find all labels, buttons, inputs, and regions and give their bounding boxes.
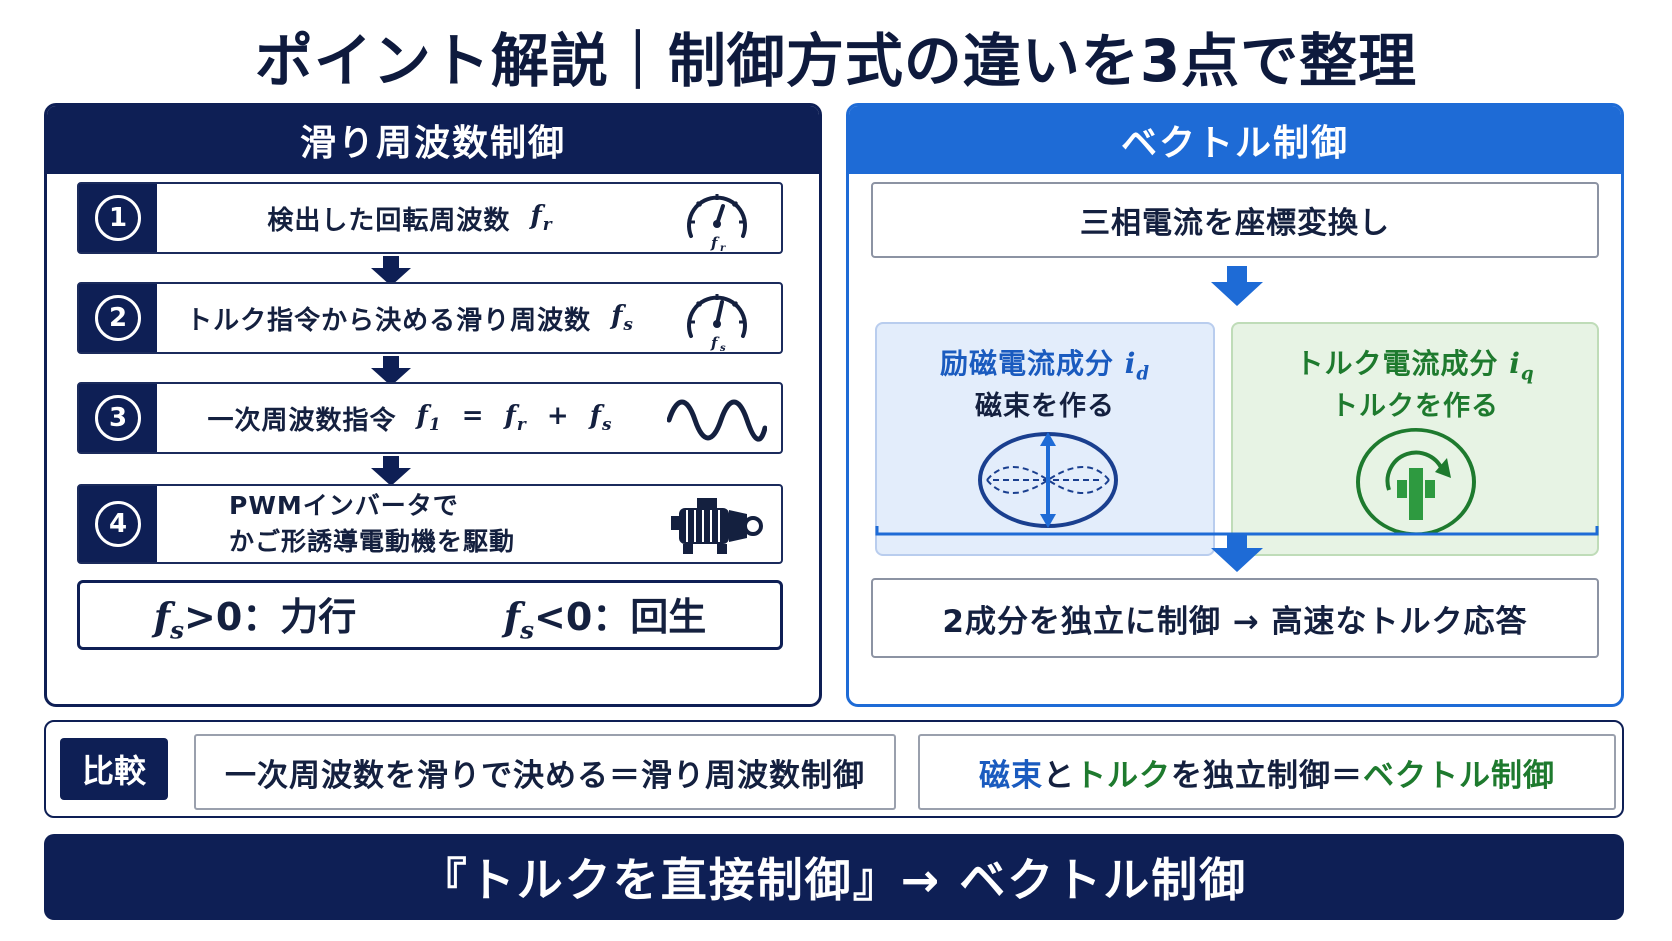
- step-4-text: PWMインバータで かご形誘導電動機を駆動: [229, 491, 516, 556]
- svg-text:f: f: [710, 234, 720, 252]
- sine-wave-icon: [667, 399, 767, 442]
- slip-frequency-header: 滑り周波数制御: [47, 106, 819, 174]
- fr-symbol: fr: [530, 201, 553, 235]
- conclusion-banner: 『トルクを直接制御』→ ベクトル制御: [44, 834, 1624, 920]
- step-3-number: 3: [79, 384, 157, 452]
- vector-control-panel: ベクトル制御 三相電流を座標変換し 励磁電流成分 id 磁束を作る トルク電流成…: [846, 103, 1624, 707]
- torque-current-box: トルク電流成分 iq トルクを作る: [1231, 322, 1599, 556]
- step-4-number: 4: [79, 486, 157, 562]
- torque-current-title: トルク電流成分 iq: [1295, 347, 1535, 385]
- svg-text:s: s: [720, 343, 726, 352]
- fs-condition-box: fs>0：力行 fs<0：回生: [77, 580, 783, 650]
- slip-frequency-panel: 滑り周波数制御 1 検出した回転周波数 fr f r 2 トルク指令から決める滑…: [44, 103, 822, 707]
- step-2-number: 2: [79, 284, 157, 352]
- step-2-text: トルク指令から決める滑り周波数 fs: [186, 301, 634, 336]
- step-1: 1 検出した回転周波数 fr f r: [77, 182, 783, 254]
- down-arrow-independent: [1211, 534, 1263, 572]
- coordinate-transform-box: 三相電流を座標変換し: [871, 182, 1599, 258]
- svg-text:r: r: [720, 243, 726, 252]
- step-2: 2 トルク指令から決める滑り周波数 fs f s: [77, 282, 783, 354]
- down-arrow-vector: [1211, 266, 1263, 306]
- step-4: 4 PWMインバータで かご形誘導電動機を駆動: [77, 484, 783, 564]
- independent-control-box: 2成分を独立に制御 → 高速なトルク応答: [871, 578, 1599, 658]
- torque-current-desc: トルクを作る: [1331, 391, 1499, 422]
- down-arrow-2: [371, 356, 411, 386]
- vector-control-header: ベクトル制御: [849, 106, 1621, 174]
- comparison-slip-frequency: 一次周波数を滑りで決める＝滑り周波数制御: [194, 734, 896, 810]
- excitation-current-desc: 磁束を作る: [975, 391, 1115, 422]
- primary-frequency-formula: f1 = fr + fs: [416, 401, 613, 435]
- step-1-text: 検出した回転周波数 fr: [267, 201, 553, 236]
- down-arrow-3: [371, 456, 411, 486]
- comparison-row: 比較 一次周波数を滑りで決める＝滑り周波数制御 磁束とトルクを独立制御＝ベクトル…: [44, 720, 1624, 818]
- svg-text:f: f: [710, 334, 720, 352]
- page-title: ポイント解説｜制御方式の違いを3点で整理: [254, 27, 1418, 95]
- motoring-condition: fs>0：力行: [153, 593, 357, 645]
- step-1-number: 1: [79, 184, 157, 252]
- speedometer-fs-icon: f s: [687, 294, 747, 352]
- excitation-current-box: 励磁電流成分 id 磁束を作る: [875, 322, 1215, 556]
- step-3: 3 一次周波数指令 f1 = fr + fs: [77, 382, 783, 454]
- regeneration-condition: fs<0：回生: [503, 593, 707, 645]
- comparison-label: 比較: [60, 738, 168, 800]
- fs-symbol: fs: [611, 301, 634, 335]
- comparison-vector-control: 磁束とトルクを独立制御＝ベクトル制御: [918, 734, 1616, 810]
- motor-icon: [671, 498, 763, 554]
- magnetic-flux-icon: [978, 432, 1118, 528]
- step-3-text: 一次周波数指令 f1 = fr + fs: [207, 401, 613, 436]
- speedometer-fr-icon: f r: [687, 194, 747, 252]
- rotation-torque-icon: [1356, 428, 1476, 534]
- down-arrow-1: [371, 256, 411, 286]
- excitation-current-title: 励磁電流成分 id: [939, 347, 1151, 385]
